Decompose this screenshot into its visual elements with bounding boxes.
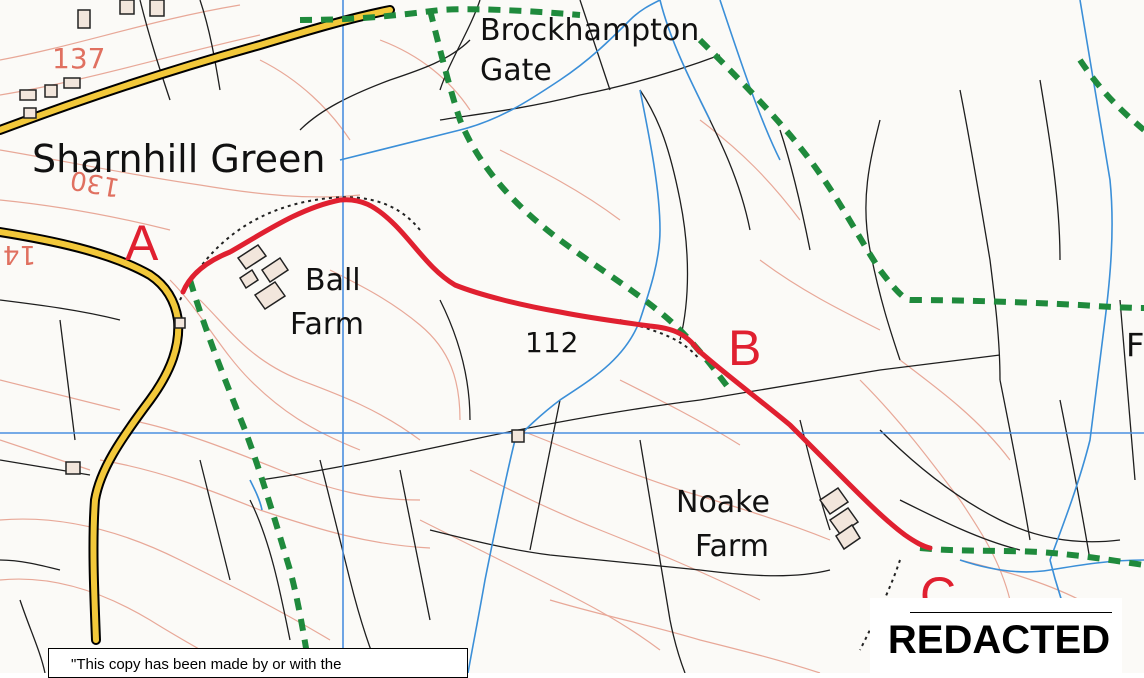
label-ball-farm: Farm bbox=[290, 307, 364, 342]
label-brockhampton: Brockhampton bbox=[480, 13, 699, 48]
label-gate: Gate bbox=[480, 53, 552, 88]
route-line bbox=[180, 197, 933, 551]
label-sharnhill-green: Sharnhill Green bbox=[32, 137, 325, 181]
label-noake: Noake bbox=[676, 485, 770, 520]
contour-number-137: 137 bbox=[52, 42, 105, 75]
copyright-notice: "This copy has been made by or with the bbox=[48, 648, 468, 678]
spot-height-112: 112 bbox=[525, 326, 578, 359]
redaction-box: REDACTED bbox=[870, 598, 1122, 673]
contour-number-14: 14 bbox=[3, 239, 36, 269]
buildings bbox=[19, 0, 862, 551]
label-ball: Ball bbox=[305, 263, 361, 298]
label-noake-farm: Farm bbox=[695, 529, 769, 564]
redaction-rule bbox=[910, 612, 1112, 613]
waypoint-a: A bbox=[125, 215, 159, 271]
redacted-label: REDACTED bbox=[887, 618, 1111, 662]
label-partial-f: F bbox=[1126, 326, 1144, 364]
waypoint-b: B bbox=[728, 320, 761, 376]
